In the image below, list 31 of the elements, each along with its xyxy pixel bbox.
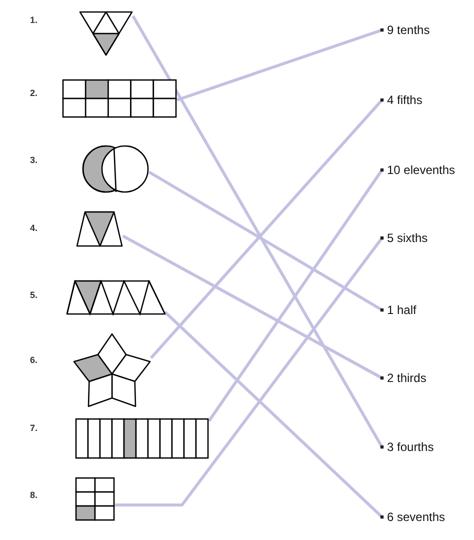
connector-line [115, 236, 384, 506]
fraction-label: 4 fifths [387, 93, 422, 107]
trapezoid-drawing [76, 211, 124, 248]
connector-line [132, 15, 384, 449]
item-number: 8. [30, 490, 38, 501]
item-number: 6. [30, 355, 38, 366]
connector-line [208, 168, 384, 422]
connector-line [148, 170, 384, 312]
item-number: 5. [30, 290, 38, 301]
item-number: 4. [30, 223, 38, 234]
connector-line [176, 28, 384, 102]
grid-drawing [75, 477, 116, 522]
triangle-strip-drawing [66, 280, 166, 316]
fraction-label: 1 half [387, 303, 416, 317]
connector-line [122, 234, 384, 380]
circle-drawing [80, 143, 150, 195]
fraction-label: 3 fourths [387, 440, 434, 454]
item-number: 1. [30, 15, 38, 26]
grid-drawing [62, 79, 178, 119]
item-number: 3. [30, 155, 38, 166]
connector-line [150, 98, 384, 359]
item-number: 7. [30, 423, 38, 434]
connector-line [164, 310, 384, 519]
fraction-label: 5 sixths [387, 231, 428, 245]
fraction-label: 6 sevenths [387, 510, 446, 524]
fraction-label: 9 tenths [387, 23, 430, 37]
triangle-drawing [78, 10, 134, 57]
fraction-label: 2 thirds [387, 371, 426, 385]
strip-drawing [75, 418, 210, 460]
item-number: 2. [30, 88, 38, 99]
fraction-label: 10 elevenths [387, 163, 456, 177]
